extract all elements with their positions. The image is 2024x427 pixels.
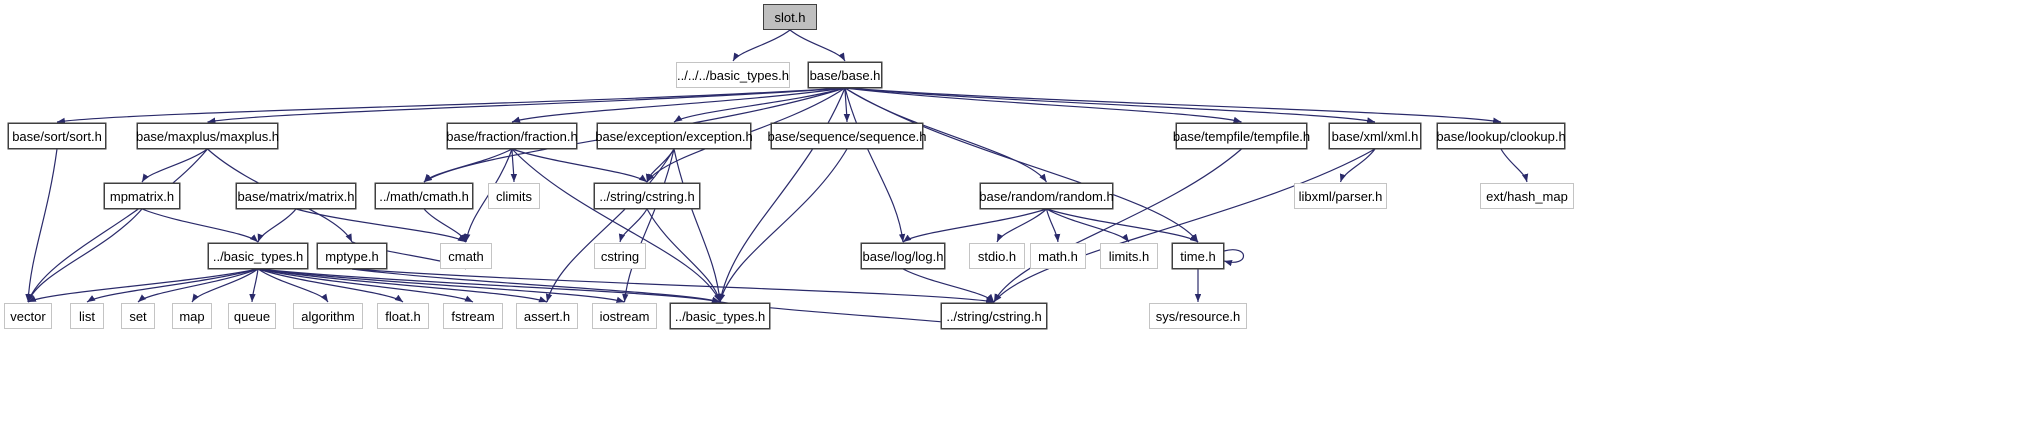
graph-node-maxplus[interactable]: base/maxplus/maxplus.h bbox=[136, 123, 279, 149]
edge-basebase-to-exception bbox=[673, 87, 846, 123]
edge-random-to-mathh bbox=[1045, 208, 1061, 243]
graph-node-queue[interactable]: queue bbox=[228, 303, 276, 329]
edge-fraction-to-mathcmath bbox=[423, 148, 513, 183]
edge-matrix-to-cmath bbox=[295, 208, 467, 243]
graph-node-strcstring[interactable]: ../string/cstring.h bbox=[594, 183, 700, 209]
graph-node-sequence[interactable]: base/sequence/sequence.h bbox=[768, 123, 927, 149]
edge-sequence-to-basictypes2 bbox=[718, 148, 848, 303]
edge-timeh-to-timeh bbox=[1223, 249, 1244, 267]
graph-node-mptype[interactable]: mptype.h bbox=[317, 243, 387, 269]
graph-node-mathh[interactable]: math.h bbox=[1030, 243, 1086, 269]
edge-random-to-limits bbox=[1046, 208, 1130, 243]
edge-mptype-to-basictypes2 bbox=[351, 268, 721, 303]
graph-node-list[interactable]: list bbox=[70, 303, 104, 329]
graph-node-sortsort[interactable]: base/sort/sort.h bbox=[8, 123, 106, 149]
edge-basebase-to-clookup bbox=[844, 87, 1502, 124]
edge-matrix-to-basictypes bbox=[257, 208, 297, 243]
edge-xml-to-libxml bbox=[1339, 148, 1376, 183]
edge-basictypes-to-asserth bbox=[257, 268, 548, 303]
edge-basebase-to-xml bbox=[844, 87, 1376, 124]
graph-node-iostream[interactable]: iostream bbox=[592, 303, 657, 329]
edge-basebase-to-basictypes2 bbox=[718, 87, 846, 303]
edge-basebase-to-fraction bbox=[511, 87, 846, 123]
edge-exception-to-iostream bbox=[622, 148, 675, 303]
edge-random-to-loglog bbox=[902, 208, 1047, 243]
edge-basictypes-to-iostream bbox=[257, 268, 625, 303]
edge-basictypes-to-map bbox=[191, 268, 259, 303]
edge-basebase-to-loglog bbox=[844, 87, 906, 243]
edge-mptype-to-strcstring2 bbox=[351, 268, 995, 304]
edge-slot-to-basictypes3 bbox=[732, 29, 791, 62]
graph-node-libxml[interactable]: libxml/parser.h bbox=[1294, 183, 1387, 209]
edge-mpmatrix-to-basictypes bbox=[141, 208, 259, 243]
edge-maxplus-to-vector bbox=[27, 148, 208, 303]
graph-node-basictypes3[interactable]: ../../../basic_types.h bbox=[676, 62, 790, 88]
graph-node-loglog[interactable]: base/log/log.h bbox=[861, 243, 945, 269]
edge-basebase-to-sequence bbox=[843, 87, 851, 123]
edge-basictypes-to-fstream bbox=[257, 268, 474, 303]
edge-mathcmath-to-cmath bbox=[423, 208, 467, 243]
edge-slot-to-basebase bbox=[789, 29, 846, 62]
edge-random-to-timeh bbox=[1046, 208, 1199, 243]
edge-maxplus-to-mpmatrix bbox=[141, 148, 208, 183]
graph-node-matrix[interactable]: base/matrix/matrix.h bbox=[236, 183, 356, 209]
graph-node-exception[interactable]: base/exception/exception.h bbox=[595, 123, 753, 149]
edge-basictypes-to-floath bbox=[257, 268, 404, 303]
edge-sortsort-to-vector bbox=[25, 148, 58, 303]
edge-random-to-stdio bbox=[996, 208, 1047, 243]
edge-basictypes-to-queue bbox=[249, 268, 259, 303]
edge-mpmatrix-to-vector bbox=[27, 208, 143, 303]
edge-basictypes-to-algorithm bbox=[257, 268, 329, 303]
edge-exception-to-asserth bbox=[545, 148, 675, 303]
edge-basebase-to-maxplus bbox=[207, 87, 846, 124]
graph-node-mpmatrix[interactable]: mpmatrix.h bbox=[104, 183, 180, 209]
edge-xml-to-strcstring2 bbox=[993, 148, 1376, 303]
graph-node-mathcmath[interactable]: ../math/cmath.h bbox=[375, 183, 473, 209]
graph-node-cstring[interactable]: cstring bbox=[594, 243, 646, 269]
edge-tempfile-to-strcstring2 bbox=[993, 148, 1242, 303]
edge-basictypes-to-list bbox=[86, 268, 259, 303]
edge-basictypes-to-basictypes2 bbox=[257, 268, 721, 304]
graph-node-climits[interactable]: climits bbox=[488, 183, 540, 209]
edge-strcstring-to-basictypes2 bbox=[646, 208, 722, 303]
graph-node-map[interactable]: map bbox=[172, 303, 212, 329]
graph-node-strcstring2[interactable]: ../string/cstring.h bbox=[941, 303, 1047, 329]
graph-node-fraction[interactable]: base/fraction/fraction.h bbox=[446, 123, 578, 149]
edge-strcstring-to-cstring bbox=[618, 208, 648, 243]
graph-node-algorithm[interactable]: algorithm bbox=[293, 303, 363, 329]
edge-exception-to-basictypes2 bbox=[673, 148, 723, 303]
graph-node-basictypes2[interactable]: ../basic_types.h bbox=[670, 303, 770, 329]
edge-clookup-to-hashmap bbox=[1500, 148, 1529, 183]
edge-basebase-to-sortsort bbox=[56, 87, 846, 125]
edge-loglog-to-strcstring2 bbox=[902, 268, 995, 303]
graph-node-clookup[interactable]: base/lookup/clookup.h bbox=[1436, 123, 1566, 149]
edge-basictypes-to-vector bbox=[27, 268, 259, 303]
edge-exception-to-strcstring bbox=[645, 148, 675, 183]
graph-node-hashmap[interactable]: ext/hash_map bbox=[1480, 183, 1574, 209]
edge-basebase-to-timeh bbox=[844, 87, 1199, 243]
graph-node-floath[interactable]: float.h bbox=[377, 303, 429, 329]
graph-node-vector[interactable]: vector bbox=[4, 303, 52, 329]
graph-node-cmath[interactable]: cmath bbox=[440, 243, 492, 269]
graph-node-asserth[interactable]: assert.h bbox=[516, 303, 578, 329]
edge-fraction-to-basictypes2 bbox=[511, 148, 721, 303]
graph-node-limits[interactable]: limits.h bbox=[1100, 243, 1158, 269]
graph-node-stdio[interactable]: stdio.h bbox=[969, 243, 1025, 269]
edge-fraction-to-climits bbox=[510, 148, 518, 183]
graph-node-sysresource[interactable]: sys/resource.h bbox=[1149, 303, 1247, 329]
graph-node-xml[interactable]: base/xml/xml.h bbox=[1329, 123, 1421, 149]
edge-basictypes-to-set bbox=[137, 268, 259, 303]
graph-node-basebase[interactable]: base/base.h bbox=[808, 62, 882, 88]
edge-basebase-to-tempfile bbox=[844, 87, 1242, 123]
graph-node-slot[interactable]: slot.h bbox=[763, 4, 817, 30]
graph-node-tempfile[interactable]: base/tempfile/tempfile.h bbox=[1173, 123, 1310, 149]
graph-node-set[interactable]: set bbox=[121, 303, 155, 329]
edge-fraction-to-strcstring bbox=[511, 148, 648, 183]
graph-node-fstream[interactable]: fstream bbox=[443, 303, 503, 329]
graph-node-random[interactable]: base/random/random.h bbox=[979, 183, 1114, 209]
graph-node-timeh[interactable]: time.h bbox=[1172, 243, 1224, 269]
graph-node-basictypes[interactable]: ../basic_types.h bbox=[208, 243, 308, 269]
